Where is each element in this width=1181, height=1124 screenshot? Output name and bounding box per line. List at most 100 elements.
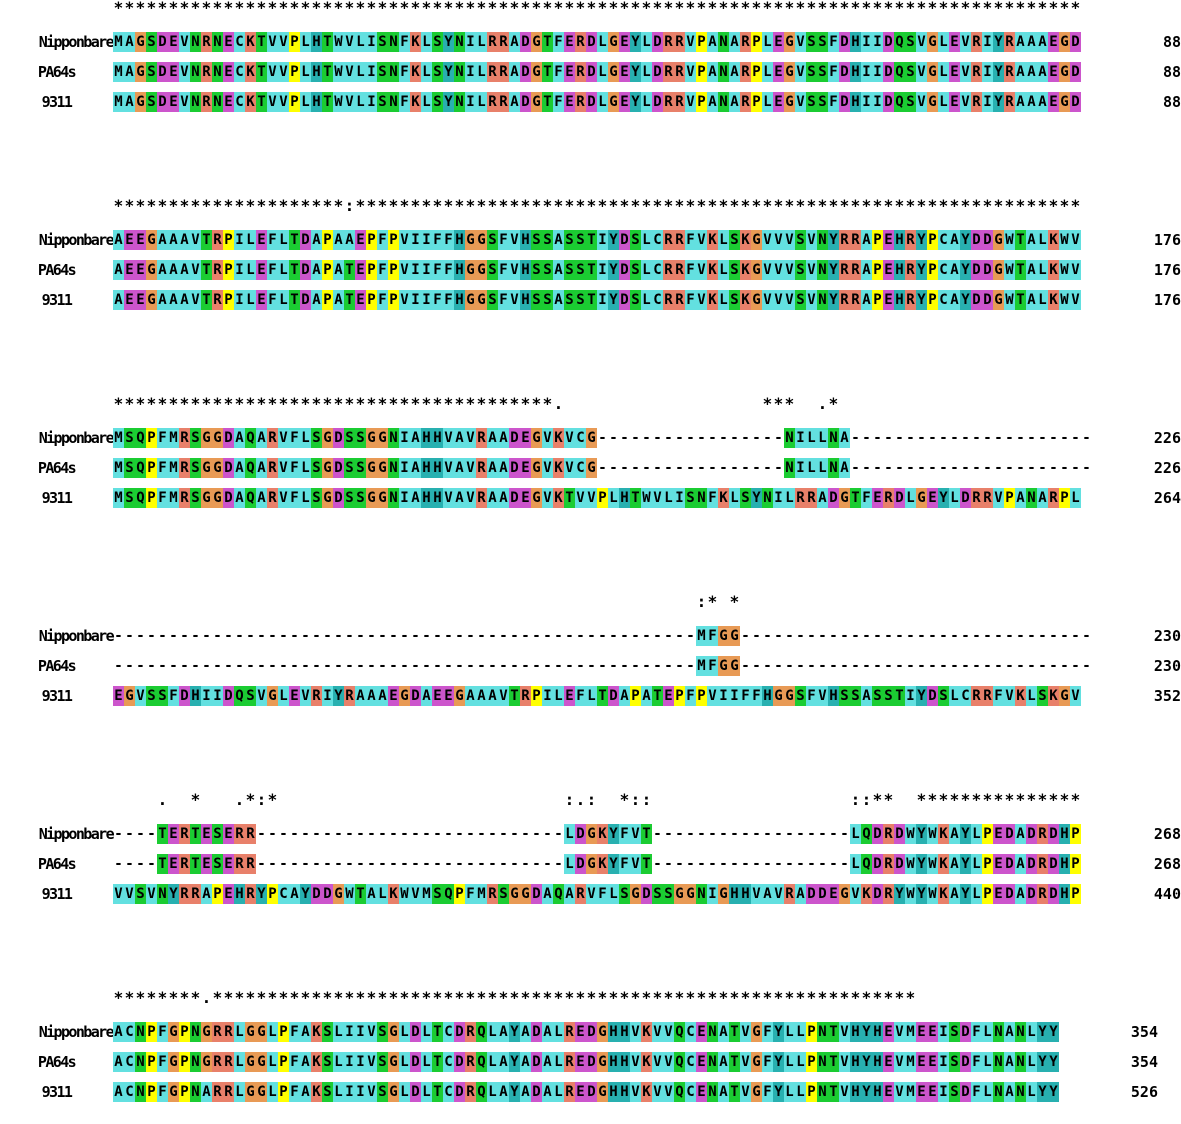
consensus-mark [663,594,674,610]
consensus-mark [1004,396,1015,412]
consensus-mark [773,792,784,808]
residue: C [960,686,971,706]
consensus-mark [146,792,157,808]
residue: - [1005,430,1014,446]
residue: R [311,686,322,706]
residue: - [785,658,794,674]
residue: G [630,884,641,904]
residue: F [432,230,443,250]
residue: - [950,628,959,644]
consensus-mark: * [223,0,234,16]
residue: R [971,62,982,82]
residue: V [762,290,773,310]
residue: R [212,230,223,250]
consensus-mark: * [784,198,795,214]
consensus-mark: * [663,0,674,16]
residue: Q [861,824,872,844]
residue: - [961,460,970,476]
residue: F [399,32,410,52]
residue: H [311,92,322,112]
residue: - [851,658,860,674]
residue: T [355,884,366,904]
residue: V [784,290,795,310]
residue: E [168,824,179,844]
residue: D [960,1022,971,1042]
consensus-mark [960,594,971,610]
sequence-name: PA64s [37,261,77,279]
residue: E [223,854,234,874]
residue: A [542,1082,553,1102]
residue: A [1015,92,1026,112]
residue: R [740,92,751,112]
consensus-mark: * [388,990,399,1006]
consensus-mark [201,594,212,610]
residue: S [157,686,168,706]
residue: I [872,62,883,82]
consensus-mark: * [267,792,278,808]
residue: E [872,488,883,508]
residue: M [168,428,179,448]
residue: D [971,260,982,280]
residue: A [201,1082,212,1102]
consensus-line: . * .*:* :.: *:: ::** *************** [113,792,1081,808]
residue: E [520,428,531,448]
consensus-mark: * [168,0,179,16]
residue: W [905,824,916,844]
residue: - [631,430,640,446]
residue: N [190,1082,201,1102]
consensus-mark: * [465,198,476,214]
residue: K [740,260,751,280]
residue: D [586,92,597,112]
residue-count: 230 [1153,657,1181,675]
residue: - [928,658,937,674]
consensus-mark: * [190,396,201,412]
residue: V [465,458,476,478]
residue: L [553,1052,564,1072]
residue: R [883,884,894,904]
residue: H [1059,884,1070,904]
residue: V [773,230,784,250]
residue: - [807,856,816,872]
consensus-mark: * [707,198,718,214]
consensus-mark: * [619,198,630,214]
consensus-mark: * [531,0,542,16]
residue: C [234,62,245,82]
residue: R [663,260,674,280]
residue: - [367,856,376,872]
residue-count: 88 [1162,93,1181,111]
residue: I [344,1022,355,1042]
consensus-mark [597,396,608,412]
consensus-line: ****************************************… [113,396,1081,412]
consensus-mark: * [520,198,531,214]
residue-count: 226 [1153,429,1181,447]
residue: D [333,428,344,448]
residue: V [685,32,696,52]
residue: I [399,488,410,508]
residue: D [1004,884,1015,904]
residue: Q [674,1082,685,1102]
residue: A [124,62,135,82]
consensus-mark: * [784,396,795,412]
residue: P [806,1022,817,1042]
consensus-mark: * [828,396,839,412]
residue: S [322,1022,333,1042]
residue: L [333,1052,344,1072]
consensus-mark: * [113,198,124,214]
residue: - [554,658,563,674]
residue: - [972,460,981,476]
residue: T [322,62,333,82]
residue: F [289,1022,300,1042]
consensus-mark [949,396,960,412]
residue: C [278,884,289,904]
consensus-mark [861,396,872,412]
residue: - [400,658,409,674]
residue: M [905,1082,916,1102]
consensus-mark: * [377,990,388,1006]
consensus-mark: * [509,990,520,1006]
residue: - [763,856,772,872]
residue: L [795,1052,806,1072]
consensus-mark [663,792,674,808]
residue: A [861,230,872,250]
residue: - [598,628,607,644]
residue: L [333,1022,344,1042]
